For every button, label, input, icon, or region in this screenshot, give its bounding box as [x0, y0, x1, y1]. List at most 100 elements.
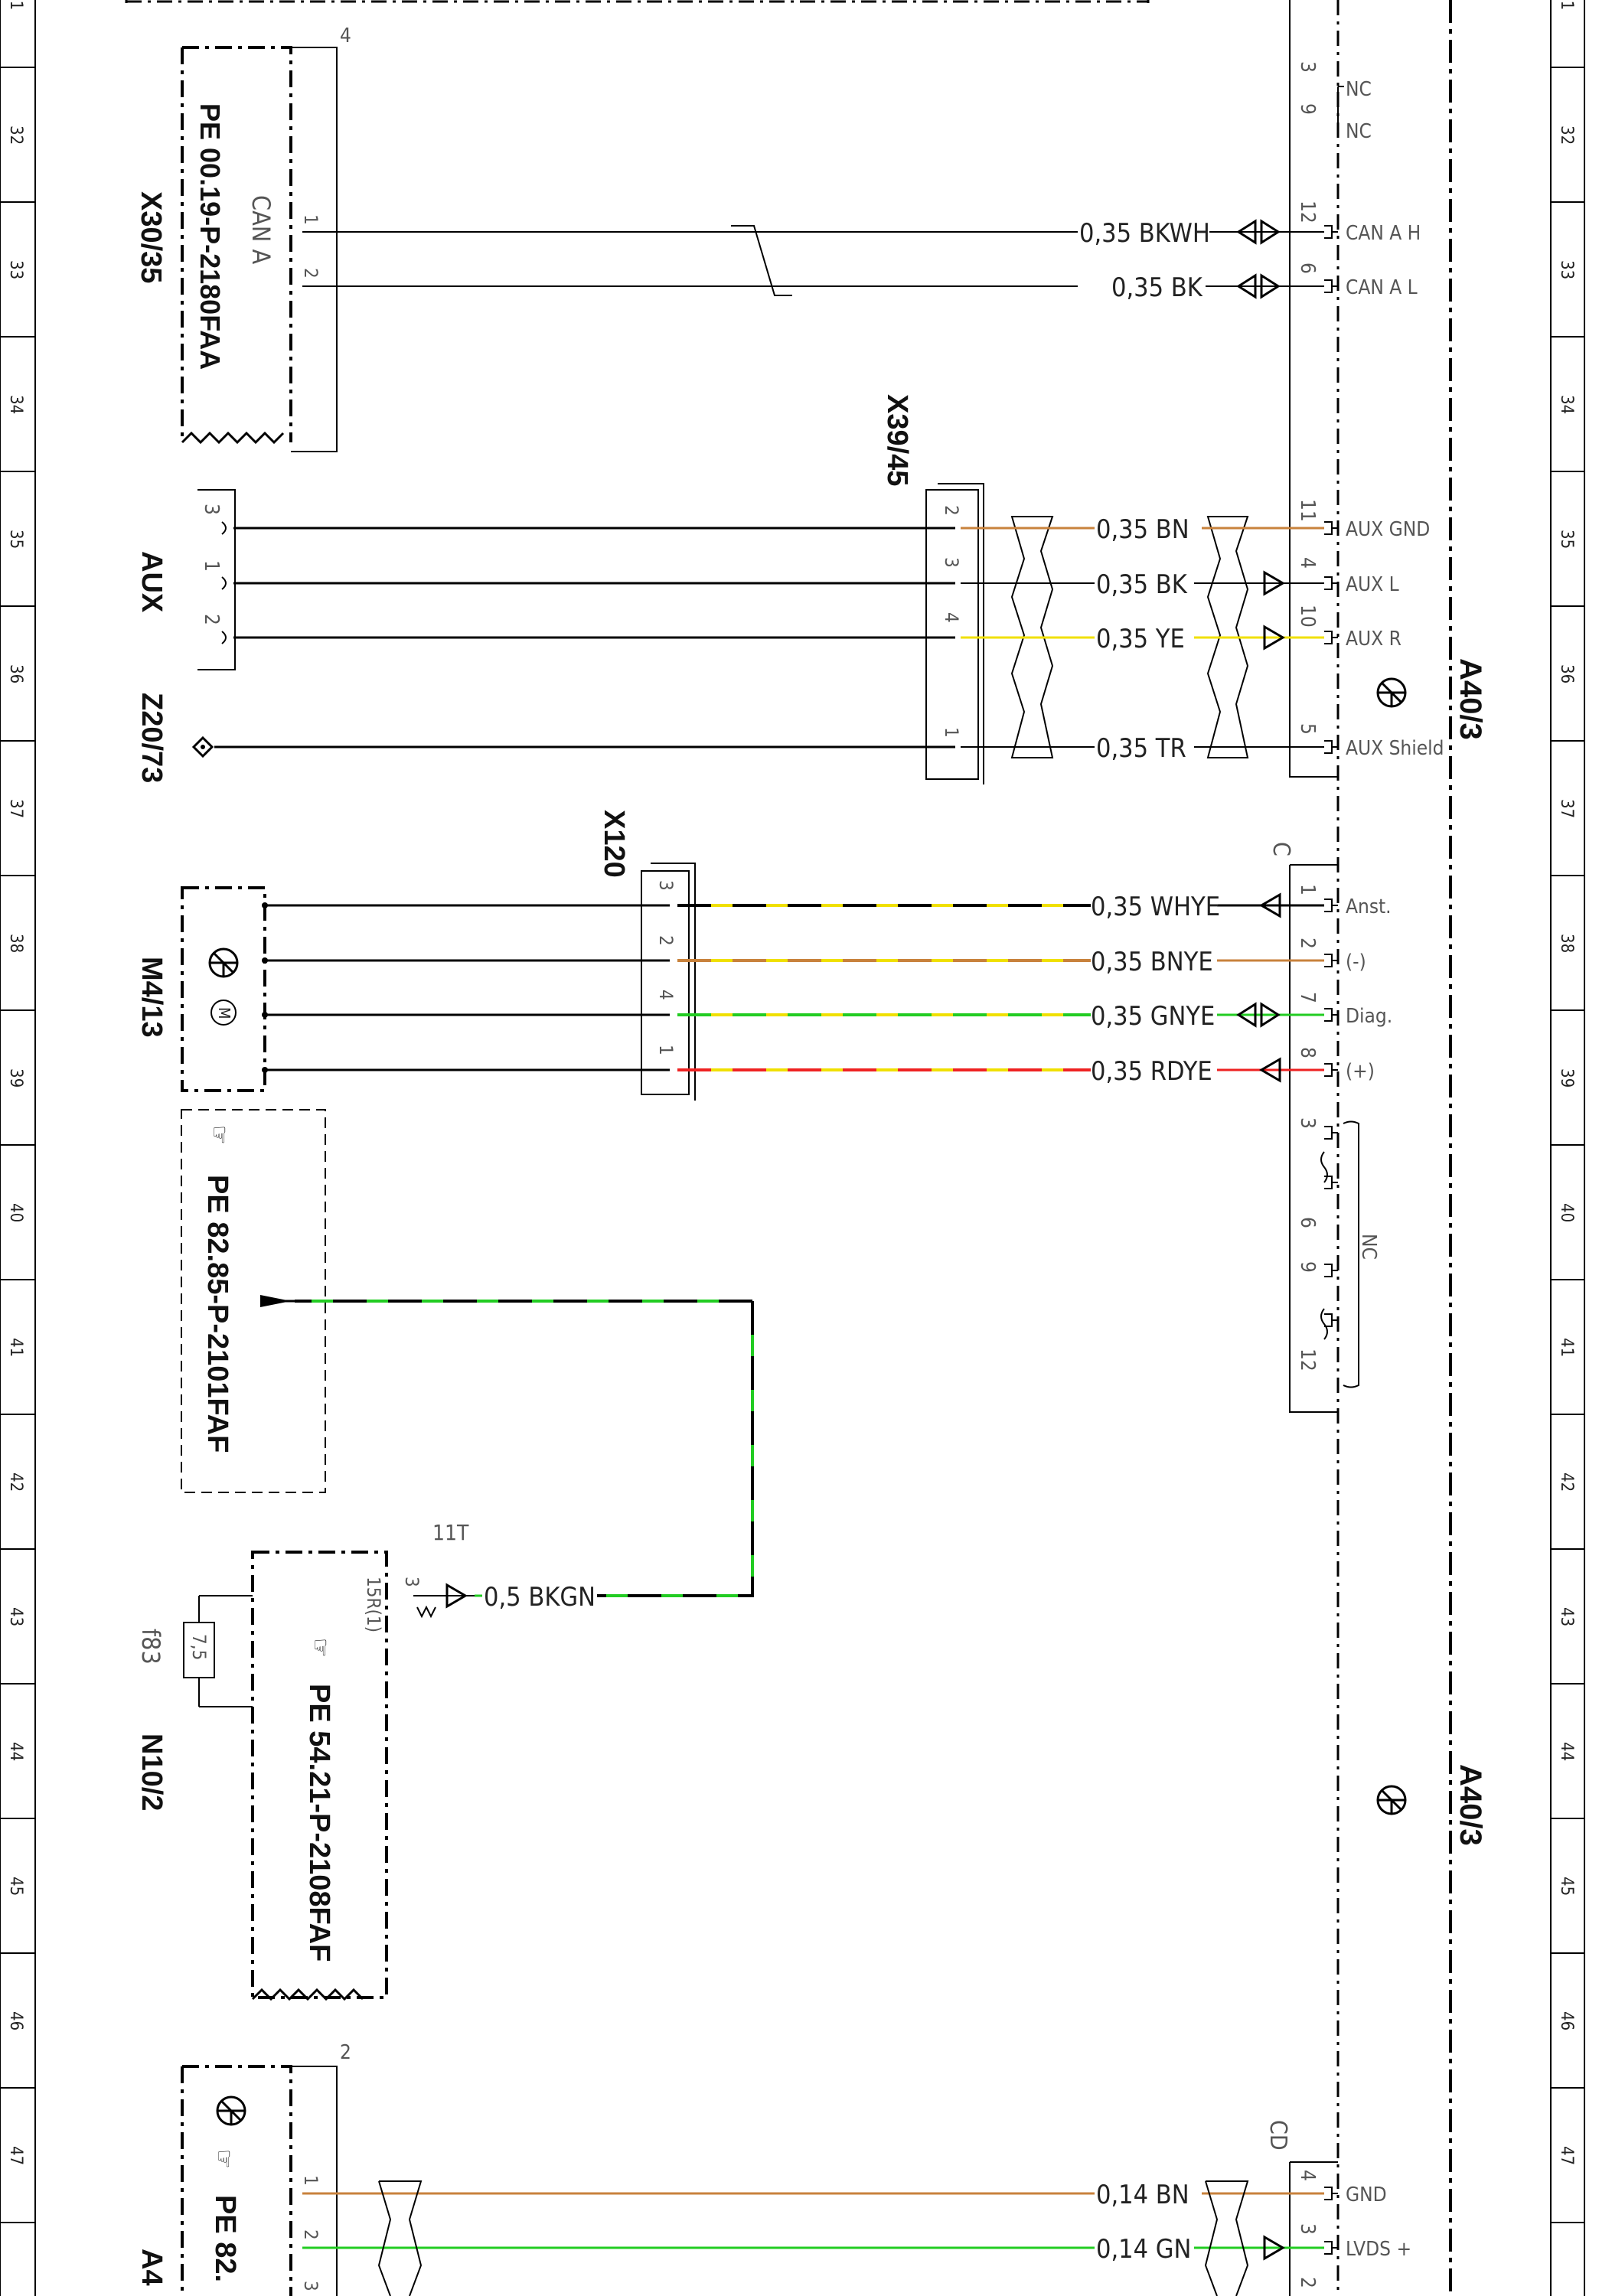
- pin-number: 2: [1296, 2277, 1319, 2288]
- pin-number: 5: [1296, 723, 1319, 735]
- bidirectional-arrow-icon: [1236, 1002, 1281, 1028]
- a40-3-unit: A40/3 A40/3 C CD: [125, 0, 1487, 2296]
- wire-spec-aux-r: 0,35 YE: [1096, 624, 1185, 654]
- pin-terminal: [1324, 899, 1338, 912]
- a40-3-label: A40/3: [1454, 658, 1487, 740]
- fuse-value: 7,5: [188, 1634, 210, 1660]
- grid-row-label: 44: [6, 1742, 25, 1761]
- wire-spec-lvds: 0,14 GN: [1096, 2234, 1191, 2265]
- wire-spec-plus: 0,35 RDYE: [1091, 1056, 1212, 1087]
- grid-row-label: 43: [6, 1607, 25, 1626]
- pin-number: 8: [1296, 1047, 1319, 1058]
- can-wires: 0,35 BKWH 0,35 BK 12 6 CAN A H CAN A L: [302, 201, 1421, 303]
- connector-c-label: C: [1268, 842, 1294, 856]
- motor-icon: M: [210, 1000, 237, 1026]
- can-a-label: CAN A: [246, 195, 276, 264]
- pin-terminal: [1324, 279, 1338, 293]
- grid-row-label: 35: [6, 530, 25, 549]
- ground-symbol-icon: [208, 947, 239, 978]
- pin-label-aux-gnd: AUX GND: [1346, 518, 1430, 541]
- pin-number: 1: [1296, 884, 1319, 895]
- nc-block: 3 6 9 12 NC: [1296, 1117, 1380, 1388]
- aux-wires: 0,35 BN 0,35 BK 0,35 YE 0,35 TR 11 4 10 …: [214, 499, 1444, 764]
- pin-terminal: [1324, 2187, 1338, 2200]
- grid-row-label: 43: [1557, 1607, 1576, 1626]
- pin-label-can-a-l: CAN A L: [1346, 276, 1418, 299]
- pin-number: 6: [1296, 1217, 1319, 1228]
- grid-row-label: 45: [6, 1877, 25, 1896]
- nc-pins-top: 3 9 NC NC: [1296, 61, 1372, 143]
- x39-45-label: X39/45: [881, 394, 913, 486]
- grid-row-label: 47: [6, 2146, 25, 2165]
- fuse-label: f83: [136, 1629, 165, 1665]
- pin-number: 6: [1296, 263, 1319, 274]
- right-grid-ruler: [1550, 0, 1585, 2296]
- grid-row-label: 38: [1557, 934, 1576, 953]
- pointing-hand-icon: ☞: [205, 1125, 234, 1145]
- grid-row-label: 41: [6, 1338, 25, 1357]
- pin-number: 2: [941, 505, 962, 516]
- pin-number: 3: [401, 1577, 423, 1587]
- grid-row-label: 41: [1557, 1338, 1576, 1357]
- pin-label-plus: (+): [1346, 1060, 1375, 1083]
- grid-row-label: 37: [1557, 799, 1576, 818]
- bottom-module-label: A4: [135, 2249, 168, 2286]
- pin-number: 3: [200, 504, 223, 515]
- pin-number: 4: [1296, 2170, 1319, 2181]
- grid-row-label: 40: [1557, 1203, 1576, 1222]
- pin-number: 3: [1296, 61, 1319, 73]
- x30-35-ref: PE 00.19-P-2180FAA: [194, 103, 226, 370]
- grid-ticks: [0, 67, 1584, 2223]
- ground-symbol-icon: [216, 2095, 246, 2126]
- pin-number: 1: [941, 727, 962, 738]
- grid-row-label: 42: [6, 1473, 25, 1492]
- grid-row-label: 34: [6, 395, 25, 414]
- pin-terminal: [1324, 225, 1338, 239]
- aux-jack: 3 1 2 AUX: [135, 489, 236, 670]
- nc-label: NC: [1346, 78, 1372, 101]
- pin-label-minus: (-): [1346, 951, 1366, 974]
- x30-35-connector: 4 PE 00.19-P-2180FAA CAN A X30/35 1 2: [135, 24, 351, 452]
- pin-terminal: [1324, 1126, 1338, 1140]
- pin-label-diag: Diag.: [1346, 1005, 1392, 1028]
- pin-number: 4: [941, 612, 962, 623]
- pin-label-aux-shield: AUX Shield: [1346, 737, 1444, 760]
- grid-row-label: 46: [1557, 2011, 1576, 2030]
- pin-label-can-a-h: CAN A H: [1346, 222, 1421, 245]
- wire-spec-diag: 0,35 GNYE: [1091, 1001, 1215, 1032]
- wire-spec-can-l: 0,35 BK: [1111, 272, 1203, 303]
- grid-row-label: 40: [6, 1203, 25, 1222]
- wire-spec-gnd: 0,14 BN: [1096, 2180, 1189, 2210]
- pin-number: 2: [200, 614, 223, 625]
- m4-13-motor: M M4/13: [135, 886, 266, 1092]
- pin-number: 3: [300, 2281, 321, 2291]
- label-11t: 11T: [432, 1520, 469, 1545]
- grid-row-label: 33: [6, 260, 25, 279]
- ground-symbol-icon: [1376, 677, 1407, 708]
- pin-label-aux-r: AUX R: [1346, 628, 1402, 651]
- x120-connector: X120 3 2 4 1: [598, 810, 696, 1101]
- z20-73-splice: Z20/73: [135, 693, 214, 783]
- pin-label-gnd: GND: [1346, 2183, 1387, 2206]
- pin-number: 2: [300, 2229, 321, 2240]
- grid-row-label: 38: [6, 934, 25, 953]
- pin-label-lvds: LVDS +: [1346, 2238, 1411, 2261]
- arrow-right-icon: [1263, 570, 1285, 651]
- pin-number: 1: [200, 560, 223, 572]
- pin-markers: [1324, 225, 1338, 2255]
- left-grid-ruler: [0, 0, 36, 2296]
- pin-number: 2: [655, 935, 677, 946]
- arrow-right-icon: [1263, 2235, 1285, 2261]
- nc-label: NC: [1357, 1234, 1380, 1260]
- pin-terminal: [1324, 954, 1338, 967]
- pin-number: 11: [1296, 499, 1319, 522]
- wire-spec-bkgn: 0,5 BKGN: [484, 1582, 596, 1613]
- pin-terminal: [1324, 1176, 1338, 1189]
- pin-label-aux-l: AUX L: [1346, 573, 1399, 596]
- ground-symbol-icon: [1376, 1785, 1407, 1815]
- terminal-15r1: 15R(1): [363, 1577, 384, 1632]
- wire-spec-aux-l: 0,35 BK: [1096, 569, 1188, 600]
- pin-number: 1: [655, 1045, 677, 1055]
- bottom-module: 2 ☞ PE 82. A4 1 2 3 0,14 BN 0,14 GN 4 3 …: [135, 2041, 1411, 2296]
